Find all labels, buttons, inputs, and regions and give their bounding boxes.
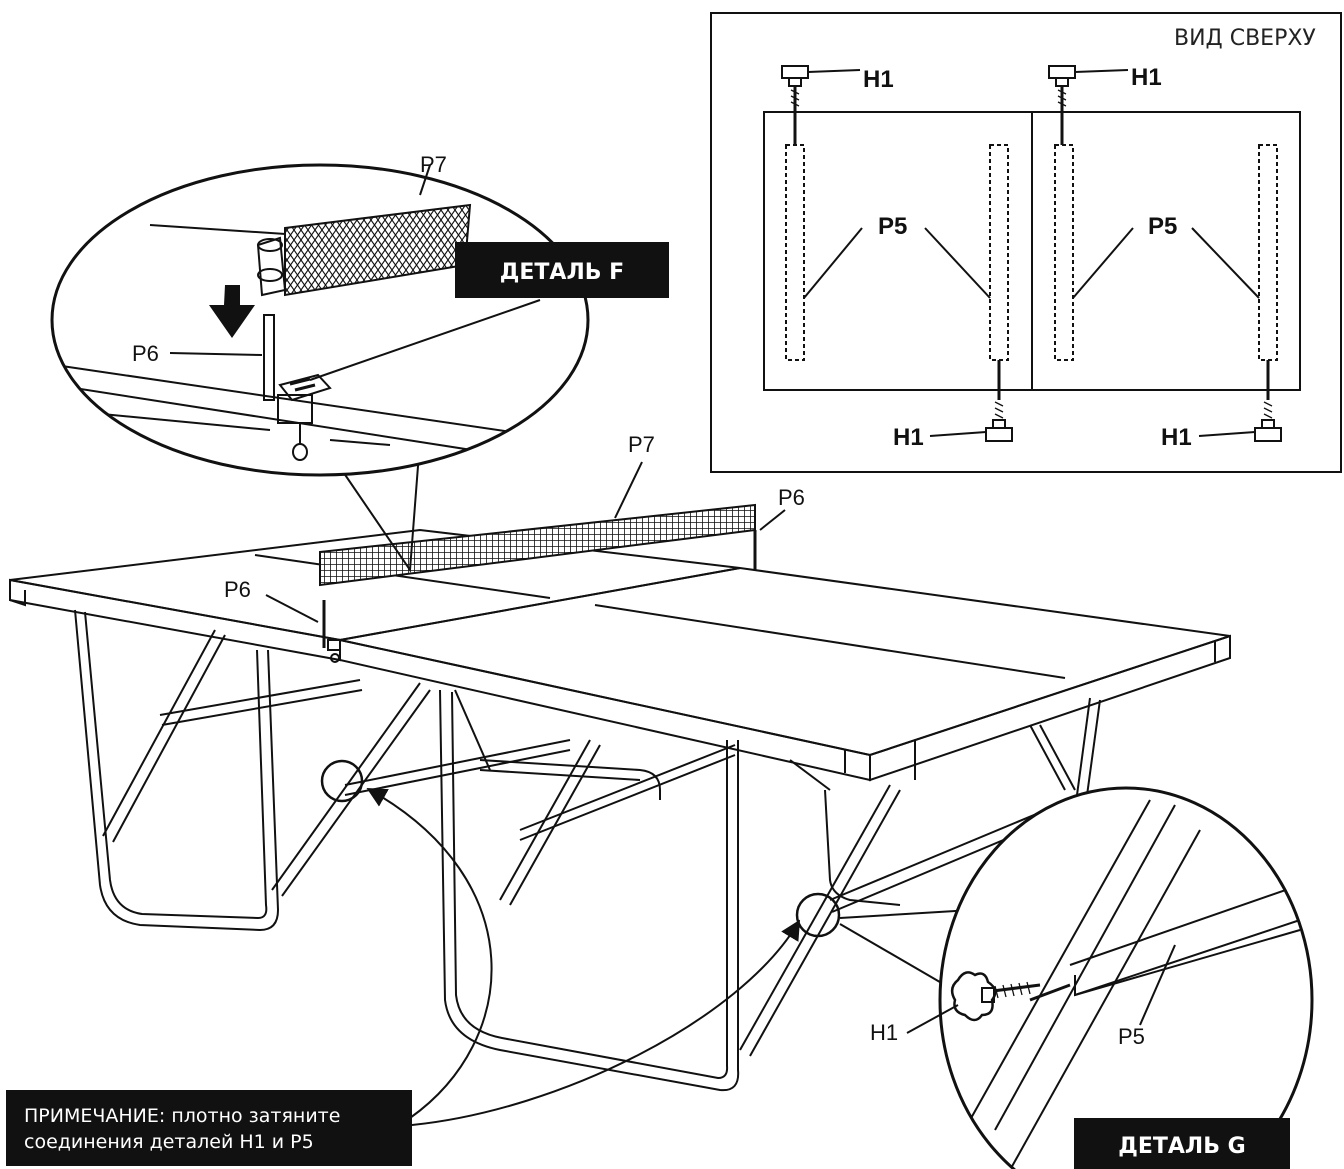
down-arrow-icon xyxy=(209,285,255,338)
note-arrow-right xyxy=(411,919,801,1126)
note-box xyxy=(6,1090,412,1166)
joint-circle-right xyxy=(795,892,841,938)
top-view-knob-top-left xyxy=(781,65,809,145)
table-label-p6: P6 xyxy=(778,485,805,510)
detail-f-label-p6: P6 xyxy=(132,341,159,366)
detail-g-callout: H1 P5 ДЕТАЛЬ G xyxy=(839,786,1314,1169)
top-view-knob-bottom-right xyxy=(1254,360,1282,442)
top-view-title: ВИД СВЕРХУ xyxy=(1174,26,1316,51)
detail-g-label-h1: H1 xyxy=(870,1020,898,1045)
top-view-knob-bottom-left xyxy=(985,360,1013,442)
top-view-label-p5: P5 xyxy=(1148,213,1177,240)
detail-g-tag-text: ДЕТАЛЬ G xyxy=(1118,1134,1245,1159)
top-view-panel: ВИД СВЕРХУ xyxy=(710,12,1342,473)
knob-icon xyxy=(950,971,997,1022)
detail-g-tag xyxy=(1074,1118,1290,1169)
top-view-label-p5: P5 xyxy=(878,213,907,240)
detail-g-label-p5: P5 xyxy=(1118,1024,1145,1049)
note-line-1: ПРИМЕЧАНИЕ: плотно затяните xyxy=(24,1105,340,1127)
top-view-rail-3 xyxy=(1054,144,1074,361)
table-top xyxy=(9,528,1231,782)
top-view-label-h1: H1 xyxy=(893,424,924,451)
table-label-p7: P7 xyxy=(628,432,655,457)
top-view-label-h1: H1 xyxy=(1161,424,1192,451)
note-line-2: соединения деталей H1 и P5 xyxy=(24,1131,314,1153)
detail-f-callout: P7 P6 ДЕТАЛЬ F xyxy=(50,152,669,573)
top-view-label-h1: H1 xyxy=(1131,64,1162,91)
table-net xyxy=(319,503,757,663)
detail-f-label-p7: P7 xyxy=(420,152,447,177)
top-view-frame xyxy=(710,12,1342,473)
joint-circle-left xyxy=(320,759,364,803)
note-arrow-left xyxy=(366,788,493,1119)
table-label-p6: P6 xyxy=(224,577,251,602)
detail-f-tag-text: ДЕТАЛЬ F xyxy=(500,260,624,285)
detail-f-tag xyxy=(455,242,669,298)
top-view-label-h1: H1 xyxy=(863,66,894,93)
